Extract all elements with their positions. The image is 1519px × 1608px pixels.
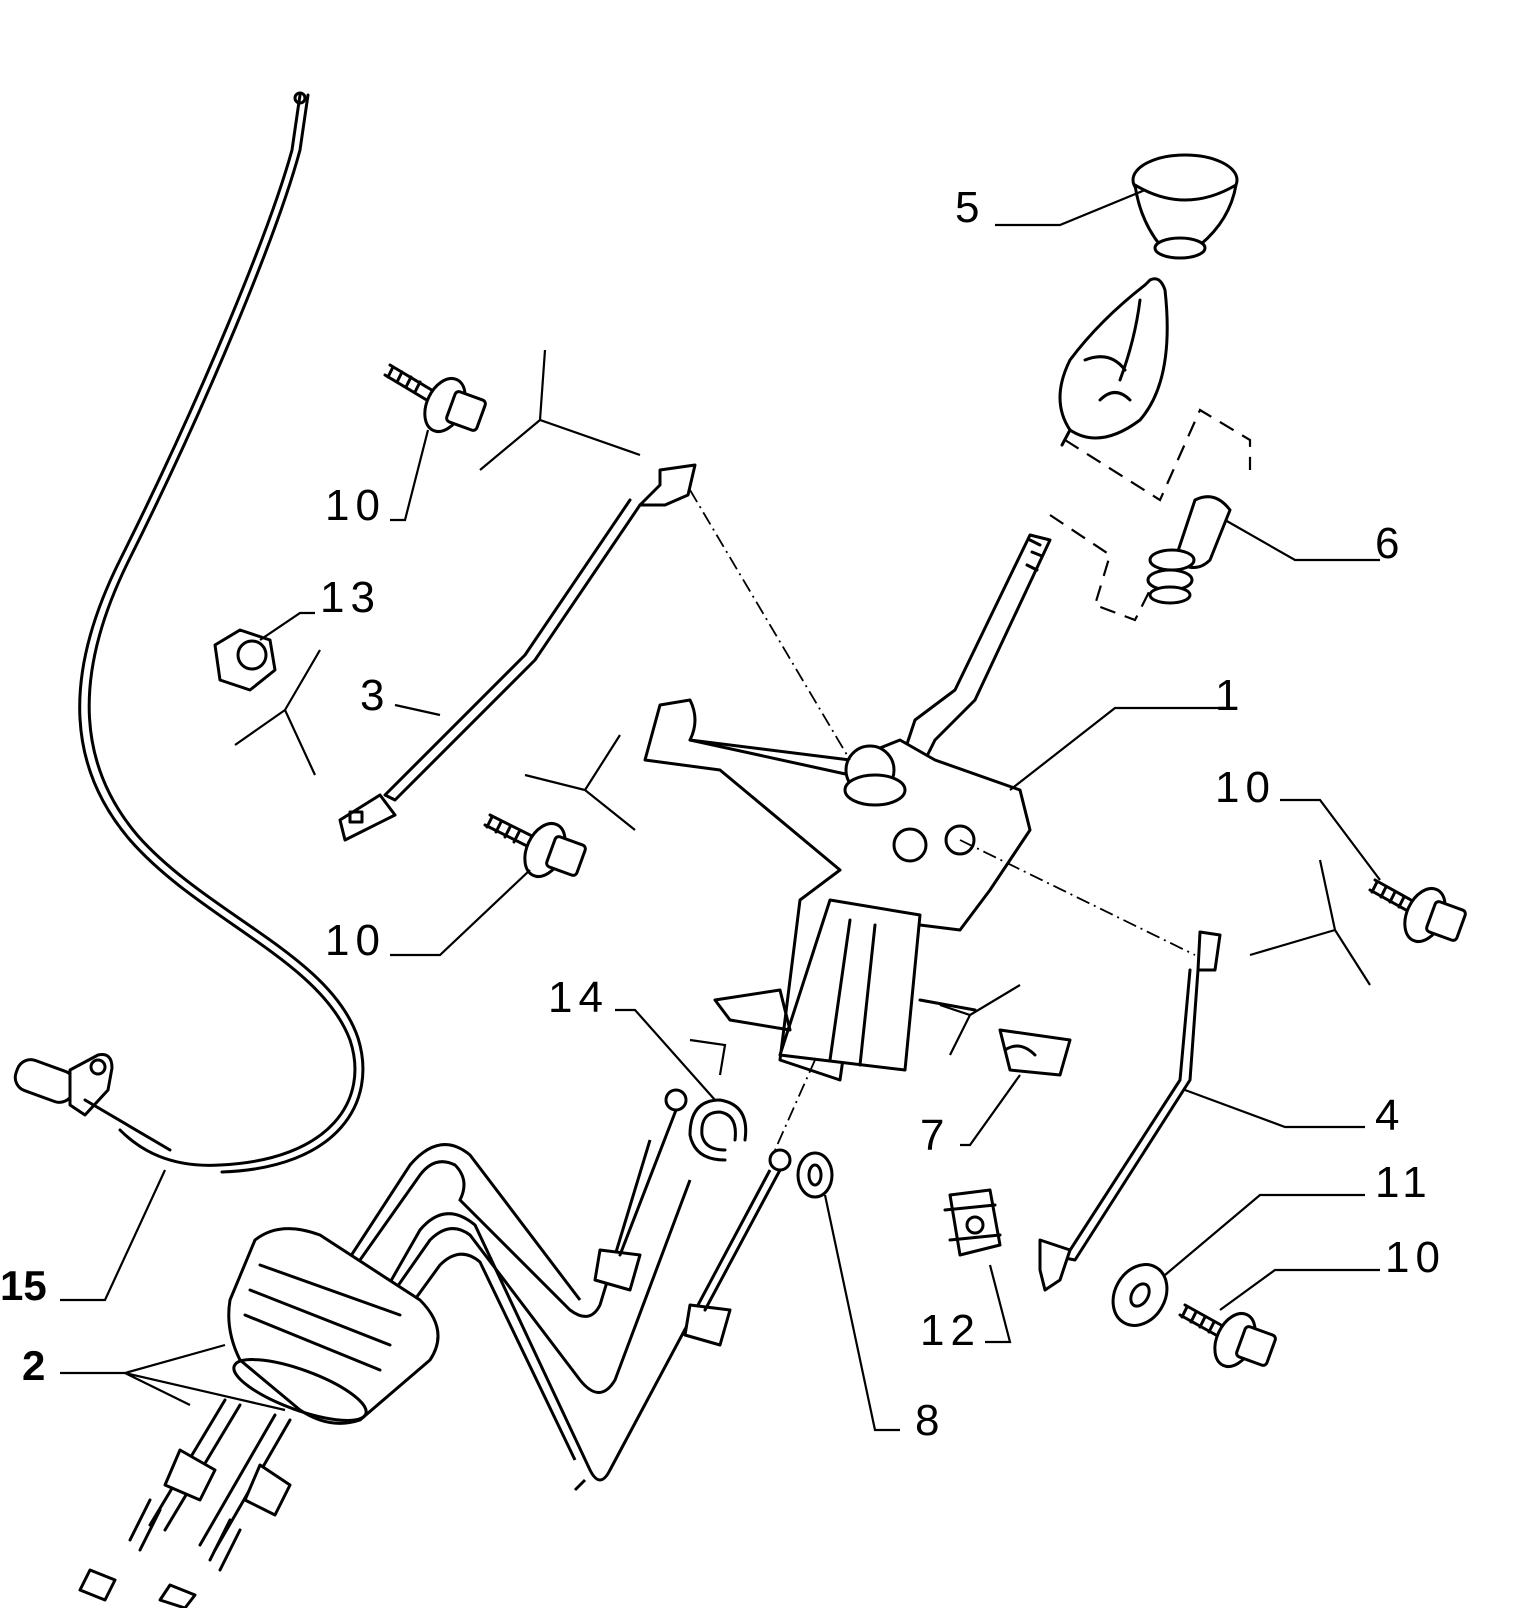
callout-14: 14: [548, 973, 609, 1022]
callout-5: 5: [955, 183, 985, 232]
boot-bushing-group-outline: [1049, 408, 1252, 622]
callout-10-right-lower: 10: [1385, 1233, 1446, 1282]
alignment-axes: [689, 489, 1196, 1151]
shift-bushing: [1146, 495, 1232, 605]
callout-10-middle: 10: [325, 916, 386, 965]
assembly-indicators: [234, 349, 1371, 1076]
shift-lever-assembly: [643, 533, 1052, 1082]
callout-11: 11: [1375, 1158, 1433, 1207]
gear-selector-cables: [343, 1088, 792, 1492]
ring-8: [796, 1151, 834, 1199]
cable-grommet-boot: [227, 1227, 440, 1425]
selector-rod-left: [338, 463, 697, 842]
bolt-10-top-left: [383, 363, 487, 433]
speedometer-cable: [78, 91, 365, 1174]
gear-boot: [1058, 277, 1169, 447]
callout-13: 13: [320, 573, 381, 622]
callout-2: 2: [22, 1342, 45, 1389]
cable-end-fittings: [78, 1398, 292, 1608]
callout-6: 6: [1375, 519, 1405, 568]
clip-nut-12: [943, 1188, 1002, 1257]
bolt-10-right-lower: [1178, 1303, 1277, 1368]
bolt-10-right-upper: [1368, 878, 1467, 943]
callout-12: 12: [920, 1306, 981, 1355]
callout-4: 4: [1375, 1091, 1405, 1140]
speed-sensor: [13, 1053, 172, 1152]
bolt-10-middle: [483, 813, 587, 878]
callout-1: 1: [1215, 671, 1245, 720]
circlip-14: [688, 1098, 748, 1162]
nut-13: [213, 628, 277, 692]
callout-labels: 5 6 1 10 13 3 10 14 15 2 7 8 12 10 4 11 …: [0, 183, 1446, 1445]
callout-10-right-upper: 10: [1215, 763, 1276, 812]
callout-3: 3: [360, 671, 390, 720]
washer-11: [1111, 1263, 1169, 1327]
bracket-plate: [998, 1028, 1072, 1077]
callout-8: 8: [915, 1396, 945, 1445]
gear-knob: [1131, 153, 1239, 260]
callout-10-top-left: 10: [325, 481, 386, 530]
leader-lines: [60, 188, 1381, 1432]
callout-7: 7: [920, 1111, 950, 1160]
callout-15: 15: [0, 1262, 47, 1309]
selector-rod-right: [1038, 930, 1222, 1292]
